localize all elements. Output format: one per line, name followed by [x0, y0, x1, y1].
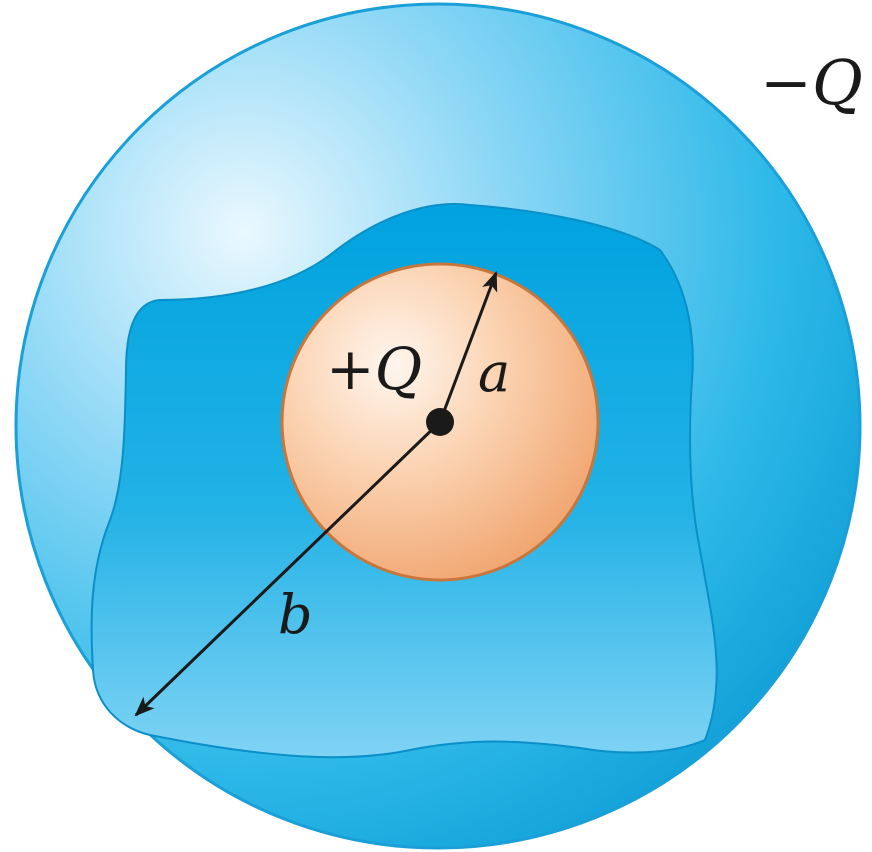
inner-charge-label: +Q — [326, 335, 423, 403]
radius-a-arrow — [438, 271, 498, 423]
radius-a-label: a — [478, 341, 511, 404]
radius-b-label: b — [278, 583, 313, 646]
center-dot — [426, 408, 454, 436]
radius-b-arrow — [134, 420, 442, 717]
outer-charge-label: −Q — [760, 46, 863, 119]
